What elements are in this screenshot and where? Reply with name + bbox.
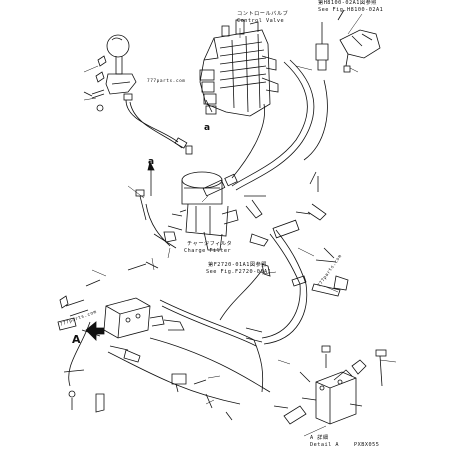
fittings <box>135 137 341 297</box>
detail-a-jp-label: A 詳細 <box>310 435 329 441</box>
ref-mid-jp-label: 第F2720-01A1図参照 <box>208 262 267 268</box>
detail-a-en-label: Detail A <box>310 442 339 448</box>
right-hose-parts <box>245 247 349 343</box>
callout-a-filter: a <box>148 157 155 167</box>
view-a-arrow <box>85 321 105 341</box>
control-valve-illustration <box>199 19 279 117</box>
leader-lines <box>83 13 397 437</box>
ref-mid-en-label: See Fig.F2720-01A1 <box>206 269 272 275</box>
view-a-label: A <box>72 333 81 346</box>
lever-knob-illustration <box>83 34 137 112</box>
control-valve-jp-label: コントロールバルブ <box>237 11 289 17</box>
callout-arrow-a-valve <box>205 99 213 113</box>
callout-a-valve: a <box>204 123 211 133</box>
bottom-left-parts <box>63 369 233 421</box>
ref-top-en-label: See Fig.H8100-02A1 <box>318 7 384 13</box>
charge-filter-en-label: Charge Filter <box>184 248 232 254</box>
detail-a-illustration <box>273 345 387 425</box>
watermark-1: 777parts.com <box>147 79 186 84</box>
hoses <box>68 59 328 405</box>
pump-motor-illustration <box>163 171 239 251</box>
top-right-fitting <box>315 9 381 73</box>
ref-top-jp-label: 第H8100-02A1図参照 <box>318 0 377 6</box>
control-valve-en-label: Control Valve <box>237 18 285 24</box>
drawing-number: PXBX055 <box>354 442 380 448</box>
charge-filter-jp-label: チャージフィルタ <box>187 241 233 247</box>
manifold-block <box>57 261 185 363</box>
